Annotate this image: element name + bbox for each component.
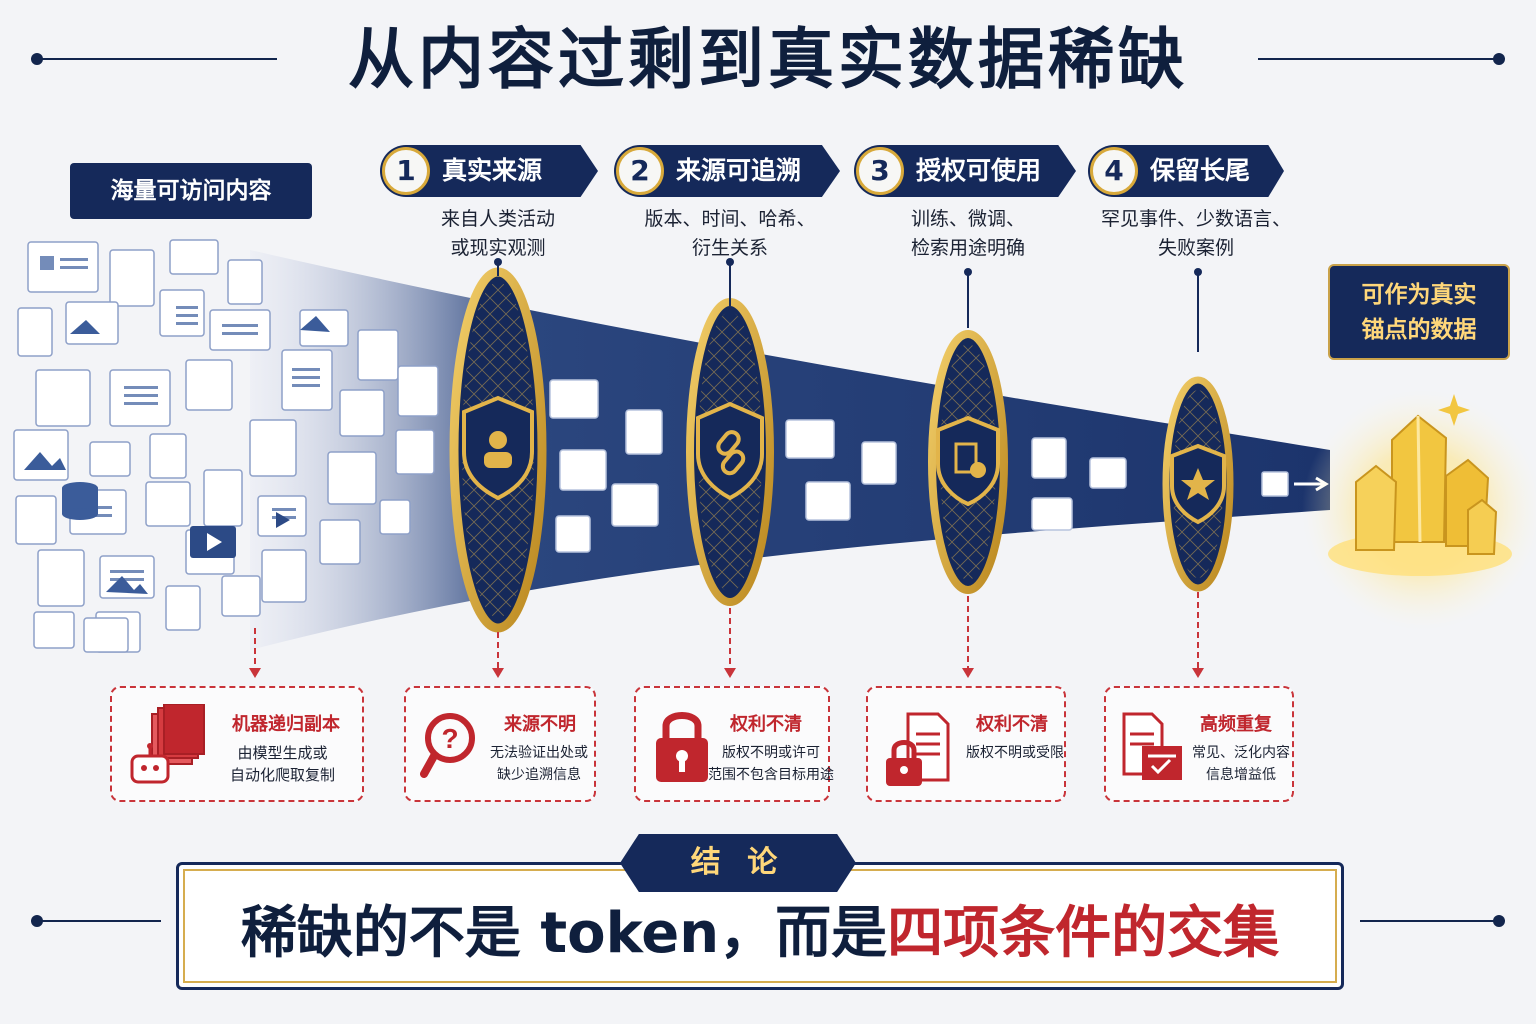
step-3-number: 3 [856,147,904,195]
problem-5-description: 常见、泛化内容 信息增益低 [1192,742,1290,786]
flow-document-icons [549,379,1289,553]
problem-3-title: 权利不清 [730,714,802,735]
step-2-number: 2 [616,147,664,195]
conclusion-tag: 结 论 [620,834,856,892]
problem-card-2: ? 来源不明 无法验证出处或 缺少追溯信息 [404,686,596,802]
title-right-dot [1493,53,1505,65]
anchor-label-line-2: 锚点的数据 [1361,317,1477,343]
problem-5-title: 高频重复 [1200,714,1272,735]
step-3-header: 3 授权可使用 [854,145,1076,197]
gate-1 [449,267,547,633]
step-3-description: 训练、微调、 检索用途明确 [848,205,1088,263]
connector-dots [494,258,1202,276]
conclusion-right-line [1360,920,1496,922]
step-3-desc-line-1: 训练、微调、 [910,208,1025,230]
step-2-label: 来源可追溯 [676,156,802,185]
problem-card-5: 高频重复 常见、泛化内容 信息增益低 [1104,686,1294,802]
step-3-label: 授权可使用 [916,156,1042,185]
image-placeholder-icons [24,316,330,594]
step-2-header: 2 来源可追溯 [614,145,840,197]
question-magnifier-icon: ? [420,713,475,778]
step-1-label: 真实来源 [442,156,543,185]
problem-2-title: 来源不明 [504,714,576,735]
problem-card-3: 权利不清 版权不明或许可 范围不包含目标用途 [634,686,834,802]
step-4-header: 4 保留长尾 [1088,145,1284,197]
step-4-desc-line-2: 失败案例 [1157,237,1234,259]
conclusion-prefix: 稀缺的不是 token，而是 [240,901,888,966]
problem-1-description: 由模型生成或 自动化爬取复制 [230,742,335,786]
problem-card-4: 权利不清 版权不明或受限 [866,686,1066,802]
step-1-number: 1 [382,147,430,195]
page-title: 从内容过剩到真实数据稀缺 [348,21,1188,98]
step-1-desc-line-2: 或现实观测 [450,237,546,259]
funnel-illustration [13,239,1536,678]
problem-4-description: 版权不明或受限 [966,742,1064,764]
padlock-icon [656,712,708,782]
conclusion-highlight: 四项条件的交集 [887,901,1280,966]
step-4-description: 罕见事件、少数语言、 失败案例 [1076,205,1316,263]
problem-2-description: 无法验证出处或 缺少追溯信息 [490,742,588,786]
problem-4-title: 权利不清 [976,714,1048,735]
problem-arrowheads [249,668,1204,678]
gate-3 [928,330,1008,594]
step-4-number: 4 [1090,147,1138,195]
gate-2 [686,298,774,606]
gate-4 [1162,376,1234,592]
conclusion-right-dot [1493,915,1505,927]
step-1-header: 1 真实来源 [380,145,598,197]
anchor-label-line-1: 可作为真实 [1361,282,1477,308]
robot-copies-icon [130,704,205,784]
problem-2-desc-line-2: 缺少追溯信息 [497,767,581,783]
database-icon [62,482,98,520]
step-2-description: 版本、时间、哈希、 衍生关系 [610,205,850,263]
anchor-data-label: 可作为真实 锚点的数据 [1328,264,1510,360]
problem-5-desc-line-1: 常见、泛化内容 [1192,745,1290,761]
problem-card-1: 机器递归副本 由模型生成或 自动化爬取复制 [110,686,364,802]
svg-text:?: ? [441,723,458,754]
step-2-desc-line-2: 衍生关系 [691,237,768,259]
problem-3-desc-line-1: 版权不明或许可 [722,745,820,761]
source-label: 海量可访问内容 [70,163,312,219]
problem-3-desc-line-2: 范围不包含目标用途 [708,767,834,783]
step-2-desc-line-1: 版本、时间、哈希、 [644,208,816,230]
locked-document-icon [886,712,950,786]
conclusion-left-line [37,920,161,922]
problem-4-desc-line-1: 版权不明或受限 [966,745,1064,761]
problem-5-desc-line-2: 信息增益低 [1206,767,1276,783]
video-play-icons [190,512,290,558]
step-4-desc-line-1: 罕见事件、少数语言、 [1100,208,1291,230]
step-1-description: 来自人类活动 或现实观测 [378,205,618,263]
title-right-line [1258,58,1498,60]
step-3-desc-line-2: 检索用途明确 [910,237,1025,259]
problem-3-description: 版权不明或许可 范围不包含目标用途 [708,742,834,786]
problem-arrows [254,592,1199,670]
duplicate-document-icon [1122,712,1182,780]
problem-1-desc-line-1: 由模型生成或 [237,744,328,762]
problem-1-title: 机器递归副本 [232,714,340,735]
step-4-label: 保留长尾 [1150,156,1251,185]
gate-connectors [497,264,1199,352]
conclusion-text: 稀缺的不是 token，而是四项条件的交集 [176,892,1344,976]
problem-2-desc-line-1: 无法验证出处或 [490,745,588,761]
title-left-line [37,58,277,60]
step-1-desc-line-1: 来自人类活动 [440,208,555,230]
problem-1-desc-line-2: 自动化爬取复制 [230,766,336,784]
crystal-anchor-icon [1302,390,1536,630]
